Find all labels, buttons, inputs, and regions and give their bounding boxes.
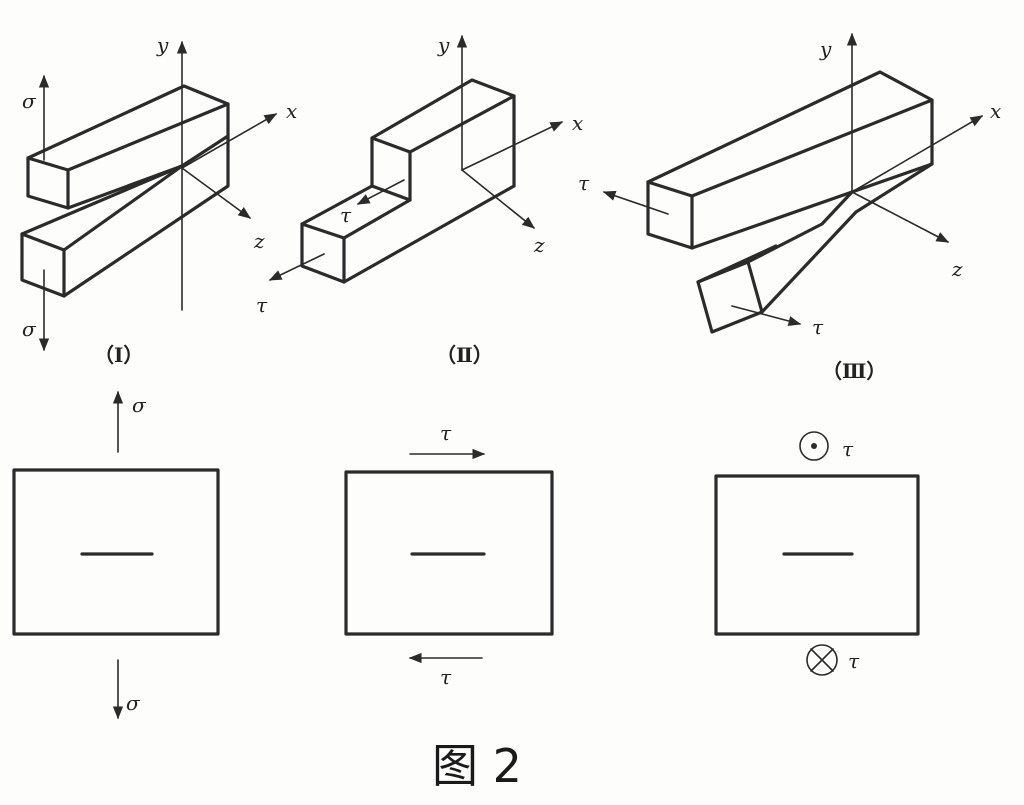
mode-ii-axis-x-label: x <box>572 111 583 135</box>
plate-iii-tau-bottom-label: τ <box>848 649 860 673</box>
into-plane-cross-icon <box>806 644 838 676</box>
mode-ii-axis-x: x <box>461 111 583 171</box>
mode-ii-tau-inner: τ <box>340 179 405 227</box>
mode-iii-axis-x-label: x <box>990 99 1001 123</box>
mode-iii-tau-upper: τ <box>578 171 669 215</box>
mode-ii-axis-z: z <box>461 169 545 257</box>
mode-iii-lower-arm <box>696 162 934 334</box>
plate-ii-tau-bottom-label: τ <box>440 665 452 689</box>
mode-iii-tau-lower-label: τ <box>812 315 824 339</box>
mode-ii-axis-y: y <box>437 33 468 171</box>
mode-ii-specimen: y x z τ τ （Ⅱ） <box>256 33 583 367</box>
mode-iii-axis-z-label: z <box>951 257 963 281</box>
out-of-plane-dot-icon <box>799 431 829 461</box>
plate-i: σ σ <box>12 390 220 720</box>
mode-ii-tau-outer-label: τ <box>256 293 268 317</box>
plate-i-outline <box>12 468 220 636</box>
mode-ii-tau-outer: τ <box>256 253 325 317</box>
mode-i-specimen: y x z σ σ （Ⅰ） <box>20 33 297 367</box>
mode-i-lower-arm <box>20 134 230 298</box>
mode-ii-upper-block <box>370 78 516 202</box>
mode-i-axis-x: x <box>181 99 297 169</box>
plate-i-sigma-bottom-label: σ <box>126 691 141 715</box>
mode-ii-tau-inner-label: τ <box>340 203 352 227</box>
mode-i-axis-x-label: x <box>286 99 297 123</box>
mode-iii-axis-x: x <box>851 99 1001 193</box>
plate-ii: τ τ <box>344 421 554 689</box>
mode-iii-caption: （Ⅲ） <box>822 359 886 383</box>
plate-ii-tau-top-label: τ <box>440 421 452 445</box>
plate-i-sigma-top-label: σ <box>132 393 147 417</box>
plate-iii-outline <box>714 474 920 636</box>
mode-iii-tau-lower: τ <box>731 305 824 339</box>
mode-iii-axis-z: z <box>851 191 963 281</box>
mode-ii-axis-z-label: z <box>533 233 545 257</box>
mode-iii-tau-upper-label: τ <box>578 171 590 195</box>
mode-i-sigma-bottom-label: σ <box>22 317 37 341</box>
plate-iii-tau-top-label: τ <box>842 437 854 461</box>
mode-iii-specimen: y x z τ τ （Ⅲ） <box>578 32 1001 383</box>
mode-i-sigma-top: σ <box>22 74 50 161</box>
mode-i-axis-y-label: y <box>156 33 169 57</box>
mode-i-caption: （Ⅰ） <box>94 343 143 367</box>
mode-iii-axis-y-label: y <box>819 37 832 61</box>
mode-i-upper-arm <box>26 84 230 210</box>
figure-caption: 图 2 <box>432 739 522 793</box>
mode-i-axis-z: z <box>181 167 265 253</box>
mode-ii-caption: （Ⅱ） <box>436 343 493 367</box>
mode-ii-axis-y-label: y <box>437 33 450 57</box>
mode-iii-upper-arm <box>646 70 934 250</box>
mode-i-axis-z-label: z <box>253 229 265 253</box>
mode-iii-axis-y: y <box>819 32 858 193</box>
plate-iii: τ τ <box>714 431 920 676</box>
mode-i-sigma-top-label: σ <box>22 89 37 113</box>
mode-ii-lower-block <box>300 184 516 284</box>
mode-i-sigma-bottom: σ <box>22 269 50 352</box>
plate-ii-outline <box>344 470 554 636</box>
